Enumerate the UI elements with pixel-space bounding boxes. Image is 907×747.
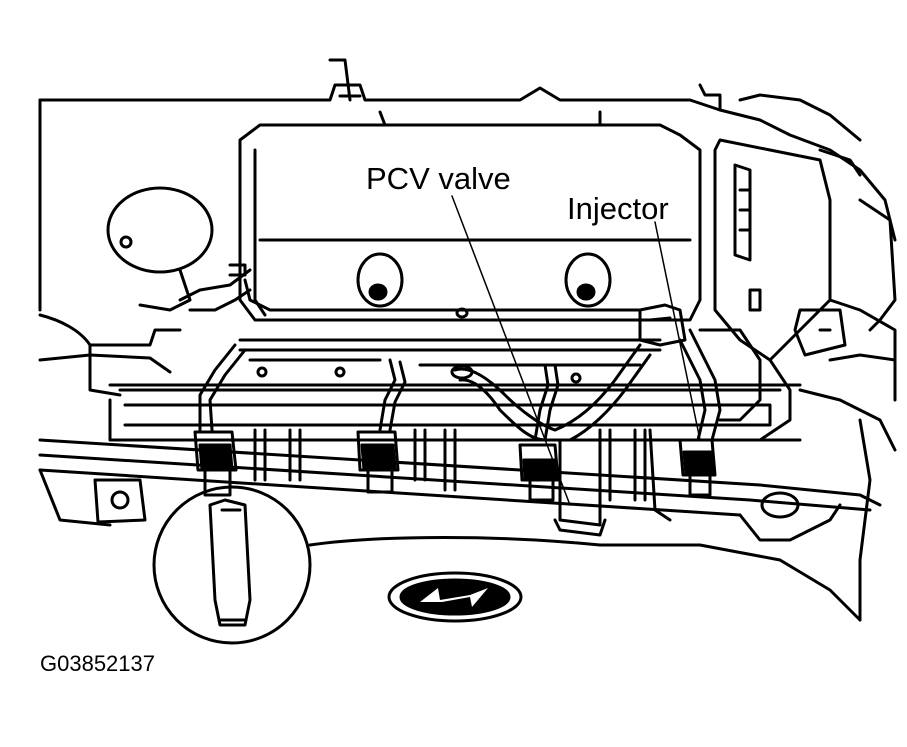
injector-label: Injector	[567, 191, 669, 226]
injectors	[193, 430, 717, 502]
reservoir-cap-left	[106, 186, 214, 312]
callout-leaders	[451, 195, 701, 506]
engine-bay-outline	[38, 58, 897, 402]
lower-engine-block	[308, 418, 872, 622]
injector-leader-line	[654, 221, 701, 441]
bracket-left	[38, 468, 147, 527]
hyundai-logo	[387, 571, 523, 623]
pcv-valve-label: PCV valve	[366, 161, 511, 196]
fuel-rail	[38, 438, 882, 517]
right-side-components	[713, 138, 897, 452]
oil-filler-cap	[152, 485, 312, 645]
pcv-hose	[450, 343, 652, 537]
valve-cover	[228, 110, 702, 322]
hoses-left	[38, 268, 252, 397]
figure-id: G03852137	[40, 651, 155, 676]
throttle-body	[638, 303, 762, 442]
pcv-valve-leader-line	[451, 195, 571, 506]
intake-manifold	[108, 338, 802, 442]
ignition-wires	[198, 343, 560, 442]
